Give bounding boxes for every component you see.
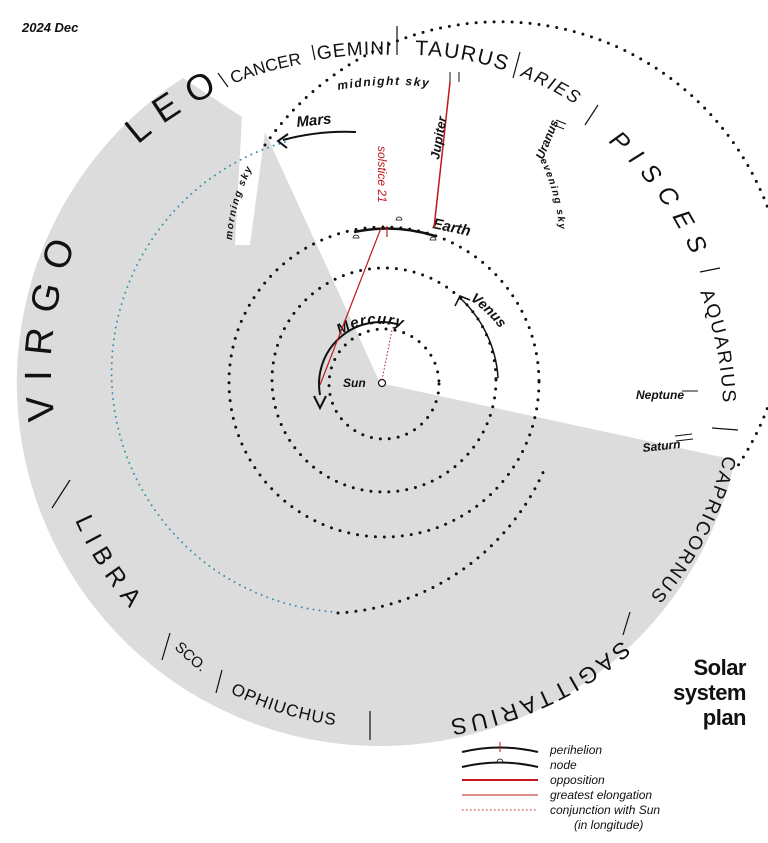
label-midnight-sky: midnight sky bbox=[336, 74, 429, 93]
label-neptune: Neptune bbox=[636, 388, 684, 402]
svg-text:Venus: Venus bbox=[468, 289, 510, 330]
venus-motion-arc bbox=[459, 297, 499, 379]
mars-motion-arc bbox=[282, 130, 357, 141]
label-saturn: Saturn bbox=[642, 437, 681, 455]
date-label: 2024 Dec bbox=[22, 20, 79, 35]
legend-perihelion: perihelion bbox=[549, 743, 602, 757]
svg-text:AQUARIUS: AQUARIUS bbox=[695, 286, 739, 404]
label-gemini: GEMINI bbox=[315, 38, 391, 64]
title-line-3: plan bbox=[702, 705, 747, 730]
earth-motion-arc bbox=[353, 227, 436, 238]
mars-orbit-lower bbox=[336, 466, 547, 615]
svg-text:evening sky: evening sky bbox=[537, 157, 567, 231]
earth-node-right bbox=[429, 236, 437, 241]
label-pisces: PISCES bbox=[604, 126, 706, 267]
label-cancer: CANCER bbox=[227, 49, 302, 87]
legend-conjunction-note: (in longitude) bbox=[574, 818, 643, 832]
earth-orbit bbox=[227, 225, 541, 539]
legend-node: node bbox=[550, 758, 577, 772]
svg-text:GEMINI: GEMINI bbox=[315, 38, 392, 64]
uranus-tick-a bbox=[555, 119, 567, 125]
legend: perihelion node opposition greatest elon… bbox=[461, 742, 660, 832]
elongation-line-mercury bbox=[319, 227, 382, 386]
label-aquarius: AQUARIUS bbox=[695, 286, 737, 404]
mercury-arrow bbox=[313, 395, 327, 411]
label-aries: ARIES bbox=[518, 61, 584, 109]
label-earth: Earth bbox=[431, 215, 472, 240]
earth-node-left bbox=[352, 234, 360, 239]
legend-greatest-elongation: greatest elongation bbox=[550, 788, 652, 802]
mercury-orbit bbox=[327, 327, 441, 441]
label-jupiter: Jupiter bbox=[427, 114, 449, 160]
opposition-line-jupiter bbox=[433, 81, 451, 229]
mercury-motion-arc bbox=[318, 321, 401, 396]
uranus-tick-b bbox=[553, 124, 565, 130]
svg-text:CANCER: CANCER bbox=[227, 49, 302, 87]
mercury-node-dotted bbox=[381, 329, 393, 381]
venus-arrow bbox=[454, 295, 471, 307]
legend-conjunction: conjunction with Sun bbox=[550, 803, 660, 817]
legend-opposition: opposition bbox=[550, 773, 605, 787]
sun-marker bbox=[377, 378, 387, 388]
svg-text:ARIES: ARIES bbox=[518, 61, 586, 109]
earth-node-mid bbox=[395, 216, 403, 221]
shaded-sector bbox=[16, 78, 736, 747]
mars-orbit bbox=[263, 20, 768, 472]
legend-node-swatch bbox=[461, 761, 539, 768]
title-line-2: system bbox=[673, 680, 746, 705]
label-solstice: solstice 21 bbox=[375, 146, 389, 203]
venus-orbit bbox=[270, 266, 498, 494]
legend-node-marker bbox=[496, 758, 504, 763]
mars-arrow bbox=[276, 133, 289, 149]
title-line-1: Solar bbox=[693, 655, 746, 680]
label-mars: Mars bbox=[296, 110, 333, 131]
svg-text:midnight sky: midnight sky bbox=[336, 74, 431, 93]
svg-text:TAURUS: TAURUS bbox=[415, 37, 513, 76]
saturn-tick-a bbox=[674, 433, 693, 437]
label-evening-sky: evening sky bbox=[537, 157, 566, 231]
label-taurus: TAURUS bbox=[415, 37, 511, 76]
label-sun: Sun bbox=[343, 376, 366, 390]
label-uranus: Uranus bbox=[533, 117, 562, 161]
saturn-tick-b bbox=[675, 438, 694, 442]
label-venus: Venus bbox=[468, 289, 510, 330]
diagram-title: Solar system plan bbox=[673, 655, 746, 730]
svg-text:PISCES: PISCES bbox=[604, 126, 716, 267]
